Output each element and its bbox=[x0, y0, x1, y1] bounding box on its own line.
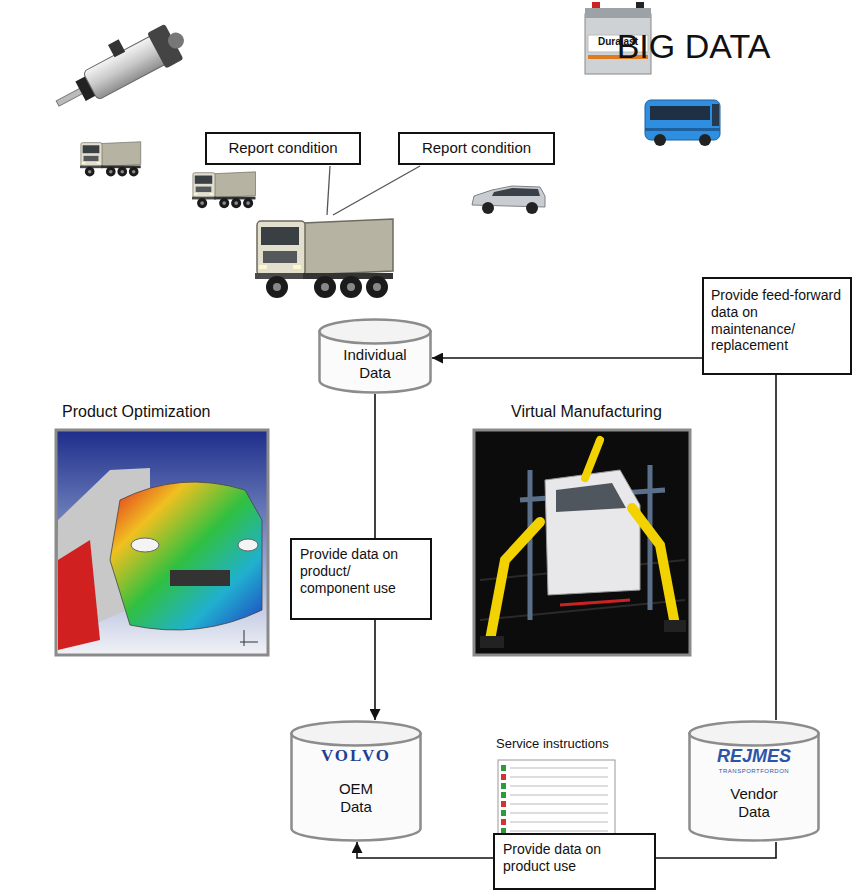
report-box: Report condition bbox=[205, 132, 361, 165]
database-text: Individual Data bbox=[330, 346, 420, 382]
flow-arrow bbox=[374, 394, 376, 538]
box-text: Provide feed-forward data on maintenance… bbox=[711, 287, 843, 354]
icon-caption: Service instructions bbox=[496, 736, 609, 752]
flow-arrow bbox=[432, 357, 702, 359]
report-box: Report condition bbox=[398, 132, 555, 165]
flow-annotation-box: Provide feed-forward data on maintenance… bbox=[702, 277, 852, 375]
flow-arrow bbox=[656, 842, 776, 858]
virtual-manufacturing-picture bbox=[474, 430, 690, 655]
small-truck bbox=[80, 142, 141, 177]
car bbox=[472, 186, 545, 214]
brand-logo: REJMES bbox=[717, 746, 791, 768]
label-holder: Service instructions bbox=[496, 736, 609, 752]
box-text: Provide data on product use bbox=[503, 841, 646, 875]
flow-annotation-box: Provide data on product/ component use bbox=[290, 538, 432, 620]
database-text: Vendor Data bbox=[722, 785, 786, 821]
data-cloud: BIG DATA Report condition Report condition bbox=[0, 0, 863, 250]
picture-heading: Product Optimization bbox=[62, 402, 211, 421]
cylinder-shape bbox=[688, 720, 820, 842]
database-cylinder: VOLVO OEM Data bbox=[290, 720, 422, 842]
flow-arrow bbox=[374, 620, 376, 720]
brand-label: Duralast bbox=[588, 36, 648, 48]
label-holder: Product Optimization bbox=[62, 402, 211, 421]
clutch-cylinder bbox=[44, 12, 192, 121]
small-truck bbox=[192, 172, 255, 208]
box-text: Report condition bbox=[215, 139, 351, 157]
database-cylinder: Individual Data bbox=[318, 318, 432, 394]
cloud-title: BIG DATA bbox=[617, 26, 771, 67]
box-text: Provide data on product/ component use bbox=[300, 546, 422, 596]
flow-arrow bbox=[357, 842, 493, 858]
database-cylinder: REJMESTRANSPORTFORDON Vendor Data bbox=[688, 720, 820, 842]
bus bbox=[645, 100, 720, 146]
flow-arrow bbox=[775, 375, 777, 720]
product-optimization-picture bbox=[56, 430, 268, 655]
box-text: Report condition bbox=[408, 139, 545, 157]
database-text: OEM Data bbox=[325, 780, 387, 816]
flow-annotation-box: Provide data on product use bbox=[493, 833, 656, 890]
brand-logo: VOLVO bbox=[321, 746, 391, 766]
leader-line bbox=[327, 166, 420, 215]
label-holder: Virtual Manufacturing bbox=[511, 402, 662, 421]
brand-subtitle: TRANSPORTFORDON bbox=[719, 768, 789, 776]
label-holder: Duralast bbox=[588, 36, 648, 48]
big-truck bbox=[255, 219, 393, 298]
picture-heading: Virtual Manufacturing bbox=[511, 402, 662, 421]
